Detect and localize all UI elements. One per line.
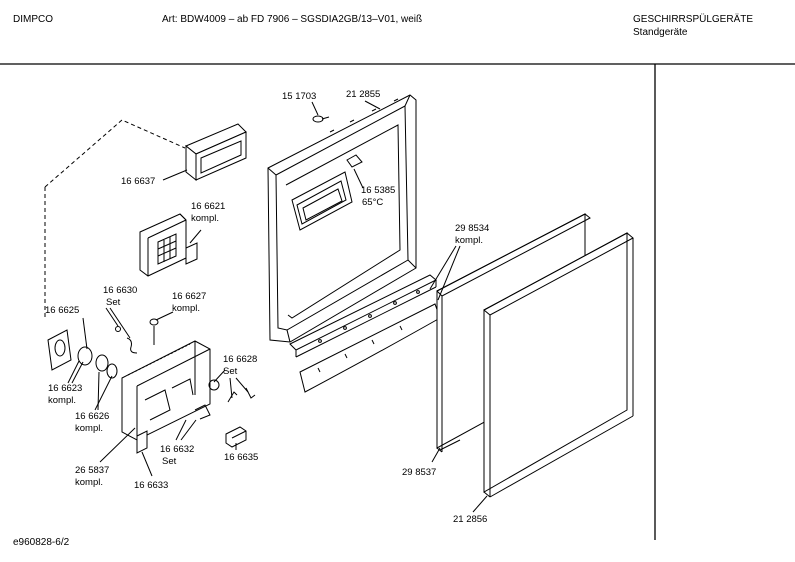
block-part bbox=[225, 426, 247, 448]
part-label-166628: 16 6628 bbox=[223, 354, 258, 365]
part-note-166632: Set bbox=[162, 456, 177, 467]
part-note-166621: kompl. bbox=[191, 213, 219, 224]
part-label-166625: 16 6625 bbox=[45, 305, 80, 316]
bottom-strip bbox=[289, 274, 437, 358]
part-label-166633: 16 6633 bbox=[134, 480, 169, 491]
part-label-212855: 21 2855 bbox=[346, 89, 381, 100]
category-label: GESCHIRRSPÜLGERÄTE bbox=[633, 14, 754, 25]
part-label-166623: 16 6623 bbox=[48, 383, 83, 394]
inner-door-panel bbox=[267, 94, 417, 343]
drawing-code: e960828-6/2 bbox=[13, 537, 70, 548]
part-label-298537: 29 8537 bbox=[402, 467, 437, 478]
subcategory-label: Standgeräte bbox=[633, 27, 688, 38]
part-note-298534: kompl. bbox=[455, 235, 483, 246]
part-label-166630: 16 6630 bbox=[103, 285, 138, 296]
spring-set bbox=[115, 318, 159, 354]
clip-part bbox=[136, 430, 148, 454]
part-note-166628: Set bbox=[223, 366, 238, 377]
part-label-166637: 16 6637 bbox=[121, 176, 156, 187]
part-label-166621: 16 6621 bbox=[191, 201, 226, 212]
article-label: Art: BDW4009 – ab FD 7906 – SGSDIA2GB/13… bbox=[162, 14, 423, 25]
part-note-166626: kompl. bbox=[75, 423, 103, 434]
part-label-212856: 21 2856 bbox=[453, 514, 488, 525]
leader-lines bbox=[67, 100, 488, 513]
part-label-151703: 15 1703 bbox=[282, 91, 317, 102]
part-label-166627: 16 6627 bbox=[172, 291, 207, 302]
part-note-166627: kompl. bbox=[172, 303, 200, 314]
part-label-265837: 26 5837 bbox=[75, 465, 110, 476]
part-note-265837: kompl. bbox=[75, 477, 103, 488]
part-label-298534: 29 8534 bbox=[455, 223, 490, 234]
dashed-assembly-line bbox=[44, 119, 186, 188]
part-note-166630: Set bbox=[106, 297, 121, 308]
display-frame bbox=[185, 123, 247, 182]
part-note-166623: kompl. bbox=[48, 395, 76, 406]
part-label-166635: 16 6635 bbox=[224, 452, 259, 463]
control-housing bbox=[121, 340, 211, 441]
part-label-165385: 16 5385 bbox=[361, 185, 396, 196]
part-label-166626: 16 6626 bbox=[75, 411, 110, 422]
part-note-165385: 65°C bbox=[362, 197, 384, 208]
rotary-switch bbox=[47, 329, 118, 379]
brand-label: DIMPCO bbox=[13, 14, 53, 25]
screw-part bbox=[312, 115, 330, 123]
part-label-166632: 16 6632 bbox=[160, 444, 195, 455]
control-module bbox=[139, 213, 198, 277]
front-door-panel bbox=[483, 232, 634, 498]
